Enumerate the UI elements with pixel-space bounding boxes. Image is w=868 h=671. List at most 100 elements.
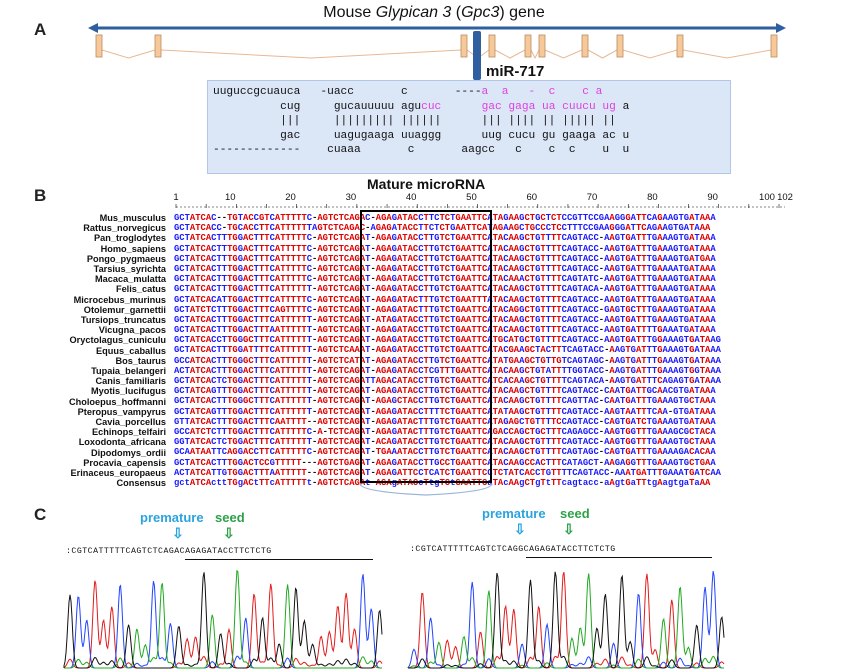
gene-title-prefix: Mouse [323,4,376,21]
species-name: Macaca_mulatta [95,274,166,285]
mature-mirna-box [360,210,492,483]
intron-line [160,49,462,59]
intron-line [544,49,583,59]
panel-letter-c: C [34,505,47,524]
ruler-tick-label: 1 [173,192,178,203]
arrow-down-icon: ⇩ [223,525,235,541]
aligned-sequence: GCTATCACTTTGGATTTTCATTTTTT-AGTCTCAAAT-AG… [174,345,721,356]
label-premature-left: premature [140,510,204,525]
gene-structure-diagram [88,23,786,80]
aligned-sequence: GCTATCACTTTGGACTTTAATTTTTT-AGTCTCAGAT-AG… [174,325,716,336]
aligned-sequence: GCTATCACTTTGGACTTTCATTTTTC-AGTCTCAGAT-AG… [174,243,716,254]
underline-left [185,559,373,560]
aligned-sequence: GCTATCAGTTTGGACTTTCATTTTTT-AGTCTCAGAT-AG… [174,406,716,417]
aligned-sequence: GCCATCTCTTTGGACTTTCATTTTTC-A-TCTCAGAT-AG… [174,426,716,437]
species-name: Bos_taurus [115,355,166,366]
aligned-sequence: GCTATCAC--TGTACCGTCATTTTTC-AGTCTCAGAC-AG… [174,213,716,223]
ruler-tick-label: 102 [777,192,793,203]
arrow-down-icon: ⇩ [172,525,184,541]
aligned-sequence: GCTATCACC-TGCACCTTCATTTTTTAGTCTCAGAC-AGA… [174,223,711,234]
duplex-line1: uuguccgcuauca -uacc c ----a a - c c a [213,86,603,98]
aligned-sequence: GCTATCACCTTGGGCTTTCATTTTTT-AGTCTCAGAT-AG… [174,335,721,346]
species-name: Equus_caballus [96,345,166,356]
species-name: Tupaia_belangeri [91,366,166,377]
species-name: Canis_familiaris [95,376,166,387]
chromatogram-sequence-right: :CGTCATTTTTCAGTCTCAGGCAGAGATACCTTCTCTG [410,545,616,554]
aligned-sequence: GCTATCACTTTGGACTCCGTTTTT---AGTCTGAGAT-AG… [174,457,716,468]
intron-line [494,49,526,59]
ruler-tick-label: 10 [225,192,236,203]
exon-box [460,34,468,58]
label-seed-right: seed [560,506,590,521]
species-name: Microcebus_murinus [73,294,166,305]
gene-title: Mouse Glypican 3 (Gpc3) gene [0,4,868,22]
mature-microrna-title: Mature microRNA [367,176,486,192]
species-name: Rattus_norvegicus [83,223,166,234]
aligned-sequence: GGTATCACTCTGGACTTTCATTTTTT-AGTCTCAGAT-AC… [174,437,716,448]
panel-letter-b: B [34,186,47,205]
ruler-tick-label: 30 [346,192,357,203]
aligned-sequence: ACTATCACTTTGGACTTTCATTTTTT-AGTCTCAGAT-AG… [174,365,721,376]
exon-box [581,34,589,58]
species-name: Pongo_pygmaeus [86,253,166,264]
ruler-tick-label: 40 [406,192,417,203]
aligned-sequence: GCTATCACTTTGGACTTTCATTTTTC-AGTCTCAGAT-AG… [174,253,716,264]
species-name: Choloepus_hoffmanni [69,396,166,407]
duplex-line2: cug gucauuuuu agucuc gac gaga ua cuucu u… [213,100,630,113]
chromatogram-trace [408,571,725,669]
species-name: Pan_troglodytes [94,233,166,244]
aligned-sequence: GCTATCACATTGGACTTTCATTTTTC-AGTCTCAGAT-AG… [174,294,716,305]
ruler-tick-label: 70 [587,192,598,203]
intron-line [622,49,678,59]
arrow-down-icon: ⇩ [563,521,575,537]
label-premature-right: premature [482,506,546,521]
exon-box [676,34,684,58]
species-name: Consensus [116,478,166,489]
chromatogram-traces [63,569,725,669]
mir-label: miR-717 [486,63,545,80]
gene-title-paren: ( [451,4,462,21]
box-connector [359,483,493,496]
chromatogram-trace [63,580,383,669]
intron-line [530,49,540,60]
species-name: Erinaceus_europaeus [70,468,167,479]
chromatogram-trace [408,572,725,669]
panel-letter-a: A [34,20,47,39]
aligned-sequence: GCAATAATTCAGGACCTTCATTTTTC-AGTCTCAGAT-TG… [174,447,716,458]
chromatogram-trace [407,573,724,669]
exon-box [154,34,162,58]
species-name: Pteropus_vampyrus [77,406,166,417]
gene-title-symbol: Gpc3 [461,4,500,21]
duplex-line3: ||| ||||||||| |||||| ||| |||| || ||||| |… [213,115,616,128]
gene-arrow-left [88,23,98,33]
ruler-tick-label: 80 [647,192,658,203]
species-name: Procavia_capensis [83,457,166,468]
species-name: Mus_musculus [99,213,166,223]
species-name: Otolemur_garnettii [83,304,166,315]
mir-site-bar [473,31,481,80]
chromatogram-trace [63,572,383,669]
aligned-sequence: GCTATCTCTTTGGACTTTCAGTTTTC-AGTCTCAGAT-AG… [174,304,716,315]
mirna-target-duplex: uuguccgcuauca -uacc c ----a a - c c a cu… [207,80,731,174]
exon-box [538,34,546,58]
exon-box [770,34,778,58]
gene-title-italic: Glypican 3 [375,4,452,21]
species-name: Oryctolagus_cuniculu [69,335,167,346]
sequence-alignment: GCTATCAC--TGTACCGTCATTTTTC-AGTCTCAGAC-AG… [174,213,721,488]
intron-line [587,49,618,59]
ruler-tick-label: 90 [707,192,718,203]
chromatogram-trace [64,569,382,669]
species-name: Echinops_telfairi [91,427,166,438]
duplex-text: uuguccgcuauca -uacc c ----a a - c c a cu… [213,85,629,158]
intron-line [682,49,772,59]
ruler-tick-label: 20 [285,192,296,203]
aligned-sequence: GCTATCACTTTGGACTTTCATTTTTT-AGTCTCAGAT-AG… [174,284,716,295]
species-name: Homo_sapiens [100,243,166,254]
arrow-down-icon: ⇩ [514,521,526,537]
species-name: Felis_catus [115,284,166,295]
exon-box [616,34,624,58]
aligned-sequence: GCTATCACTTTGGACTTTCATTTTTC-AGTCTCAGAT-AG… [174,274,716,285]
underline-right [526,557,712,558]
species-name: Vicugna_pacos [98,325,166,336]
